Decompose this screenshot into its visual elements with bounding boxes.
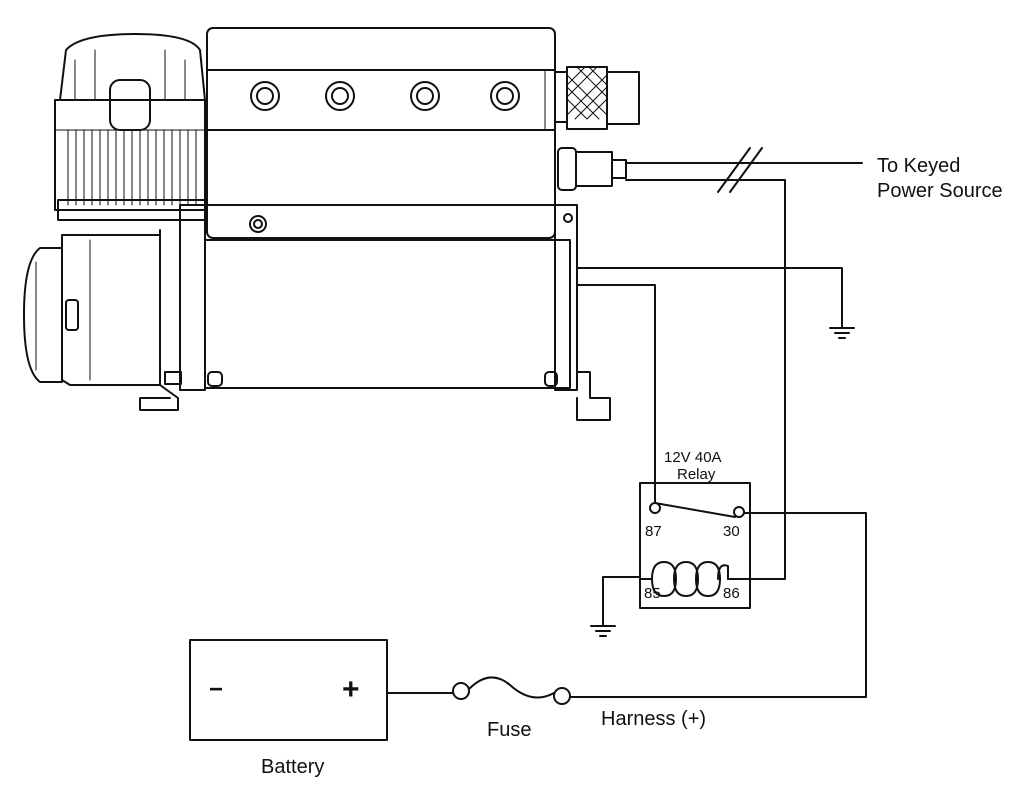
keyed-power-label-line2: Power Source — [877, 180, 1003, 202]
wire-compressor-ground — [576, 267, 843, 328]
fuse-terminal-left — [452, 682, 470, 700]
battery-negative-terminal: − — [209, 676, 224, 703]
relay-rating-label: 12V 40A — [664, 449, 722, 466]
cylinder-body — [204, 239, 571, 389]
relay — [639, 482, 751, 609]
air-filter-cap — [59, 33, 206, 101]
relay-terminal-30 — [733, 506, 745, 518]
motor-body — [61, 234, 161, 386]
braided-hose-fitting — [554, 66, 640, 130]
relay-body — [639, 482, 751, 609]
pressure-switch — [557, 147, 627, 191]
wire-relay-85-ground — [602, 576, 641, 626]
wiring — [386, 147, 867, 698]
relay-pin-86-label: 86 — [723, 585, 740, 602]
battery-case — [189, 639, 388, 741]
mounting-bracket-left — [139, 204, 223, 411]
battery-positive-terminal: + — [342, 673, 360, 706]
wire-break-mark — [717, 147, 751, 193]
manifold-housing — [206, 27, 556, 239]
wire-relay-30-to-harness — [567, 512, 867, 698]
keyed-power-label-line1: To Keyed — [877, 155, 961, 177]
relay-contact-arm — [654, 502, 736, 518]
intake-housing — [109, 79, 151, 131]
motor-end-cap — [23, 247, 63, 383]
wire-switch-to-relay-86 — [625, 179, 786, 580]
battery — [189, 639, 388, 741]
manifold-ports — [250, 81, 520, 111]
relay-pin-87-label: 87 — [645, 523, 662, 540]
relay-pin-30-label: 30 — [723, 523, 740, 540]
fuse — [452, 676, 571, 705]
fuse-label: Fuse — [487, 719, 532, 741]
fuse-link — [468, 676, 555, 699]
pump-head — [54, 99, 206, 211]
drain-port — [249, 215, 267, 233]
wire-break-mark-2 — [729, 147, 763, 193]
cooling-fins — [67, 129, 197, 206]
relay-pin-85-label: 85 — [644, 585, 661, 602]
relay-coil — [651, 561, 729, 597]
battery-label: Battery — [261, 756, 325, 778]
mounting-bracket-right — [544, 204, 611, 421]
harness-label: Harness (+) — [601, 708, 707, 730]
fuse-terminal-right — [553, 687, 571, 705]
ground-symbol-relay — [590, 625, 616, 637]
air-compressor — [23, 27, 640, 421]
wire-compressor-to-relay-87 — [576, 284, 656, 506]
relay-name-label: Relay — [677, 466, 716, 483]
ground-symbol-compressor — [829, 327, 855, 339]
